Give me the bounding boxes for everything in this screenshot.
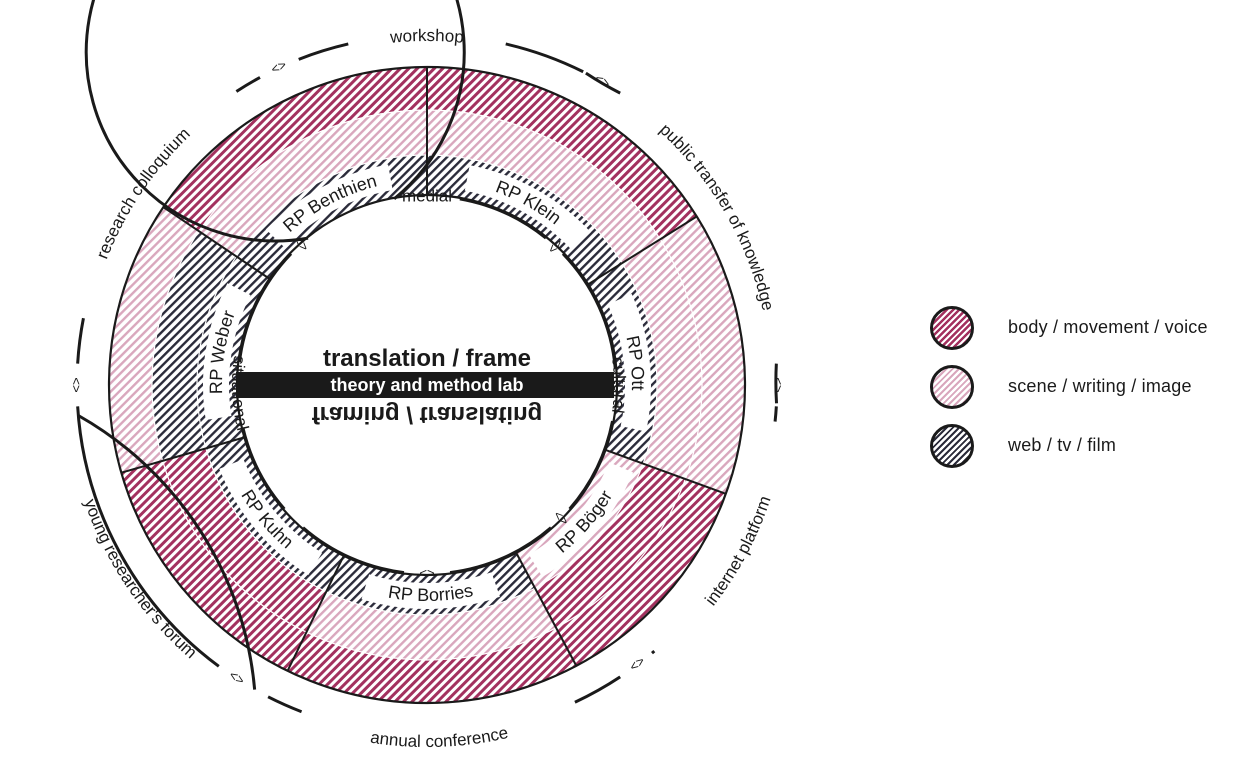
legend-item-web: web / tv / film bbox=[930, 416, 1208, 475]
legend-swatch-web bbox=[930, 423, 974, 468]
project-label-band bbox=[464, 165, 591, 251]
sector-divider bbox=[515, 552, 578, 667]
outer-connector: <> bbox=[771, 377, 786, 392]
outer-ring-arc bbox=[585, 71, 621, 95]
ring-segment-body bbox=[163, 67, 427, 232]
outer-connector: <> bbox=[626, 653, 647, 674]
ring-segment-body bbox=[287, 627, 577, 703]
outer-ring-arc bbox=[235, 76, 261, 93]
ring-segment-scene bbox=[108, 207, 200, 473]
ring-segment-body bbox=[534, 463, 686, 628]
sector-divider bbox=[162, 206, 271, 280]
inner-circle-arc bbox=[241, 427, 286, 510]
inner-circle-arc bbox=[237, 252, 293, 363]
outer-label-path-text: workshop bbox=[388, 26, 464, 47]
outer-connector: <> bbox=[592, 71, 613, 92]
center-title: translation / frame bbox=[323, 345, 531, 372]
legend-swatch-body bbox=[930, 305, 974, 350]
inner-circle-arc bbox=[449, 526, 552, 575]
ring-dividers bbox=[121, 67, 727, 672]
project-rings bbox=[107, 65, 747, 705]
legend-item-body: body / movement / voice bbox=[930, 298, 1208, 357]
ring-segment-body bbox=[162, 448, 327, 633]
outer-connector: <> bbox=[269, 57, 289, 77]
ring-segment-scene bbox=[622, 239, 702, 480]
ring-segment-body bbox=[556, 479, 726, 666]
inner-label-cultural: cultural bbox=[608, 356, 629, 415]
inner-connector: <> bbox=[419, 565, 434, 580]
ring-segment-scene bbox=[306, 588, 557, 660]
legend-label-body: body / movement / voice bbox=[1008, 317, 1208, 337]
legend-label-web: web / tv / film bbox=[1008, 435, 1117, 455]
project-label-band bbox=[361, 572, 500, 609]
outer-connector: <> bbox=[227, 667, 248, 688]
center-lab: translation / frame theory and method la… bbox=[236, 345, 614, 428]
sector-divider bbox=[286, 555, 345, 672]
outer-ring-arc bbox=[76, 317, 85, 364]
outer-ring-arc bbox=[76, 406, 220, 668]
inner-label-cultural-path-text: cultural bbox=[608, 356, 629, 415]
ring-segment-body bbox=[427, 67, 697, 240]
sector-divider bbox=[587, 215, 698, 286]
project-label-band bbox=[265, 164, 393, 248]
outer-ring-arc bbox=[267, 695, 303, 714]
legend-label-scene: scene / writing / image bbox=[1008, 376, 1192, 396]
outer-ring-arc bbox=[773, 406, 778, 422]
project-label-band bbox=[219, 458, 323, 575]
inner-label-medial: medial bbox=[402, 186, 452, 205]
project-label-band bbox=[528, 462, 634, 578]
ring-segment-scene bbox=[199, 110, 427, 257]
outer-label: workshop bbox=[388, 26, 464, 47]
ring-segment-scene bbox=[660, 216, 745, 494]
sector-divider bbox=[121, 436, 245, 474]
project-label-band bbox=[607, 293, 651, 432]
inner-circle-arc bbox=[459, 197, 547, 240]
outer-ring-arc bbox=[298, 42, 349, 61]
legend-swatch-scene bbox=[930, 364, 974, 409]
outer-label: annual conference bbox=[369, 723, 510, 751]
lab-band-label: theory and method lab bbox=[330, 375, 523, 395]
inner-circle-arc bbox=[561, 252, 617, 369]
outer-ring-arc bbox=[574, 675, 622, 704]
ring-segment-web bbox=[151, 231, 237, 461]
inner-circle: medialculturalsituational<><><><> bbox=[84, 0, 629, 580]
outer-label-path-text: annual conference bbox=[369, 723, 510, 751]
outer-ring-arc bbox=[774, 363, 779, 404]
outer-ring-arc bbox=[77, 414, 257, 690]
project-label-band bbox=[203, 283, 251, 421]
legend: body / movement / voice scene / writing … bbox=[930, 298, 1208, 475]
ring-segment-body bbox=[121, 460, 307, 671]
lab-band bbox=[236, 372, 614, 398]
legend-item-scene: scene / writing / image bbox=[930, 357, 1208, 416]
outer-ring-arc bbox=[505, 42, 584, 74]
outer-ring-arc bbox=[651, 649, 656, 655]
center-mirrored-title: framing / translating bbox=[312, 401, 543, 428]
outer-connector: <> bbox=[68, 377, 83, 392]
sector-divider bbox=[605, 449, 727, 495]
inner-circle-arc bbox=[568, 420, 615, 510]
inner-circle-arc bbox=[84, 0, 466, 243]
inner-circle-arc bbox=[302, 526, 405, 575]
